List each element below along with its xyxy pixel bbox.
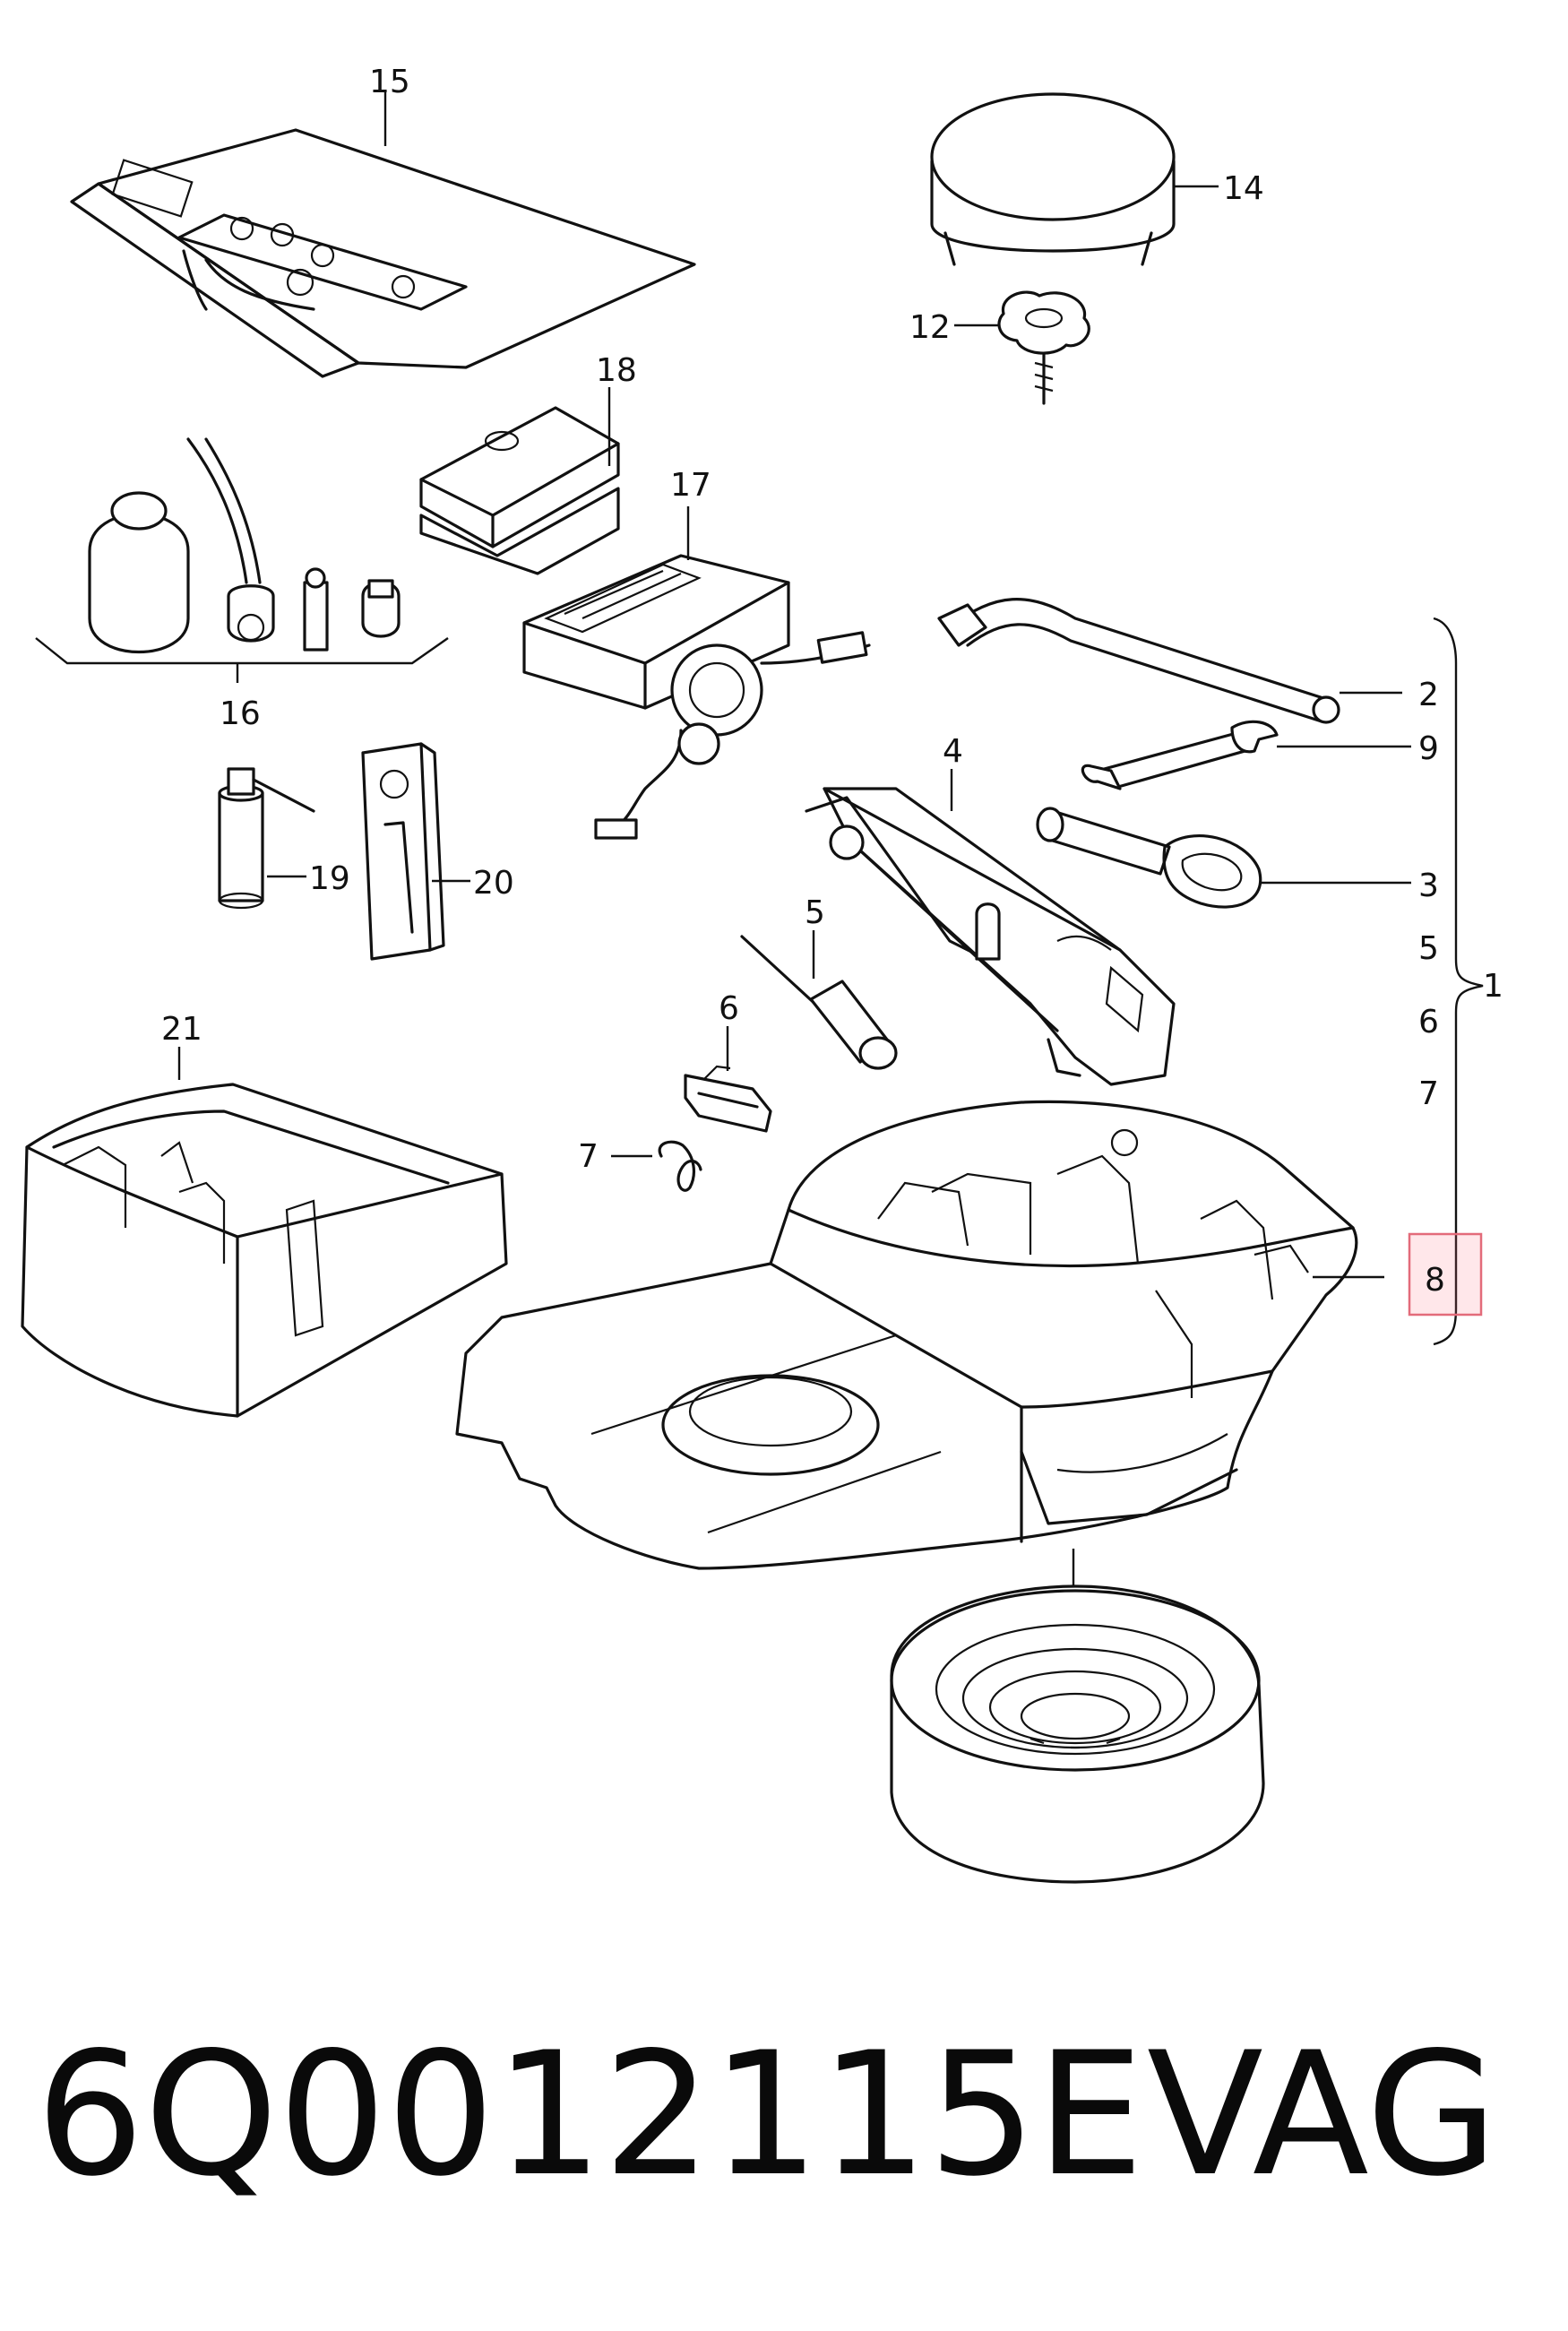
part-18-foam-pads (419, 387, 620, 575)
group-label-6: 6 (1418, 1004, 1439, 1040)
callout-15: 15 (369, 64, 410, 100)
callout-17: 17 (670, 467, 711, 504)
part-16-sealant-kit (35, 437, 449, 683)
part-8-foam-insert (455, 1100, 1384, 1620)
part-number: 6Q0012115E (36, 2016, 1144, 2214)
callout-20: 20 (473, 865, 514, 902)
callout-14: 14 (1223, 170, 1264, 207)
callout-12: 12 (909, 309, 951, 346)
callout-18: 18 (596, 352, 637, 389)
part-6-clip (684, 1026, 772, 1133)
part-7-spring-clip (611, 1140, 702, 1192)
part-5-screwdriver (740, 930, 898, 1070)
part-2-wheel-brace (937, 598, 1402, 724)
callout-1: 1 (1483, 968, 1503, 1005)
part-12-wing-bolt (954, 290, 1090, 405)
callout-7: 7 (578, 1138, 599, 1175)
part-21-storage-tray (21, 1047, 508, 1418)
highlight-box-8 (1408, 1232, 1483, 1317)
callout-3: 3 (1418, 868, 1439, 904)
footer-caption: 6Q0012115E VAG (36, 2007, 1541, 2223)
part-14-hub-cap (930, 92, 1219, 266)
callout-4: 4 (943, 733, 963, 770)
group-bracket-1 (1433, 617, 1484, 1346)
part-20-wedge-card (361, 742, 470, 961)
callout-6: 6 (719, 990, 739, 1027)
part-19-sealant-bottle (218, 767, 315, 910)
part-3-towing-eye (1036, 807, 1411, 909)
part-9-spanner (1081, 720, 1411, 790)
spare-wheel (890, 1584, 1265, 1884)
callout-19: 19 (309, 860, 350, 897)
callout-5: 5 (805, 894, 825, 931)
callout-21: 21 (161, 1011, 202, 1048)
callout-8: 8 (1425, 1262, 1445, 1299)
part-17-compressor (522, 506, 871, 840)
group-label-7: 7 (1418, 1075, 1439, 1112)
group-label-5: 5 (1418, 930, 1439, 967)
callout-9: 9 (1418, 730, 1439, 767)
callout-2: 2 (1418, 677, 1439, 713)
part-15-tool-pouch (70, 92, 696, 378)
part-4-jack (805, 769, 1176, 1086)
brand-name: VAG (1147, 2016, 1498, 2214)
callout-16: 16 (220, 695, 261, 732)
